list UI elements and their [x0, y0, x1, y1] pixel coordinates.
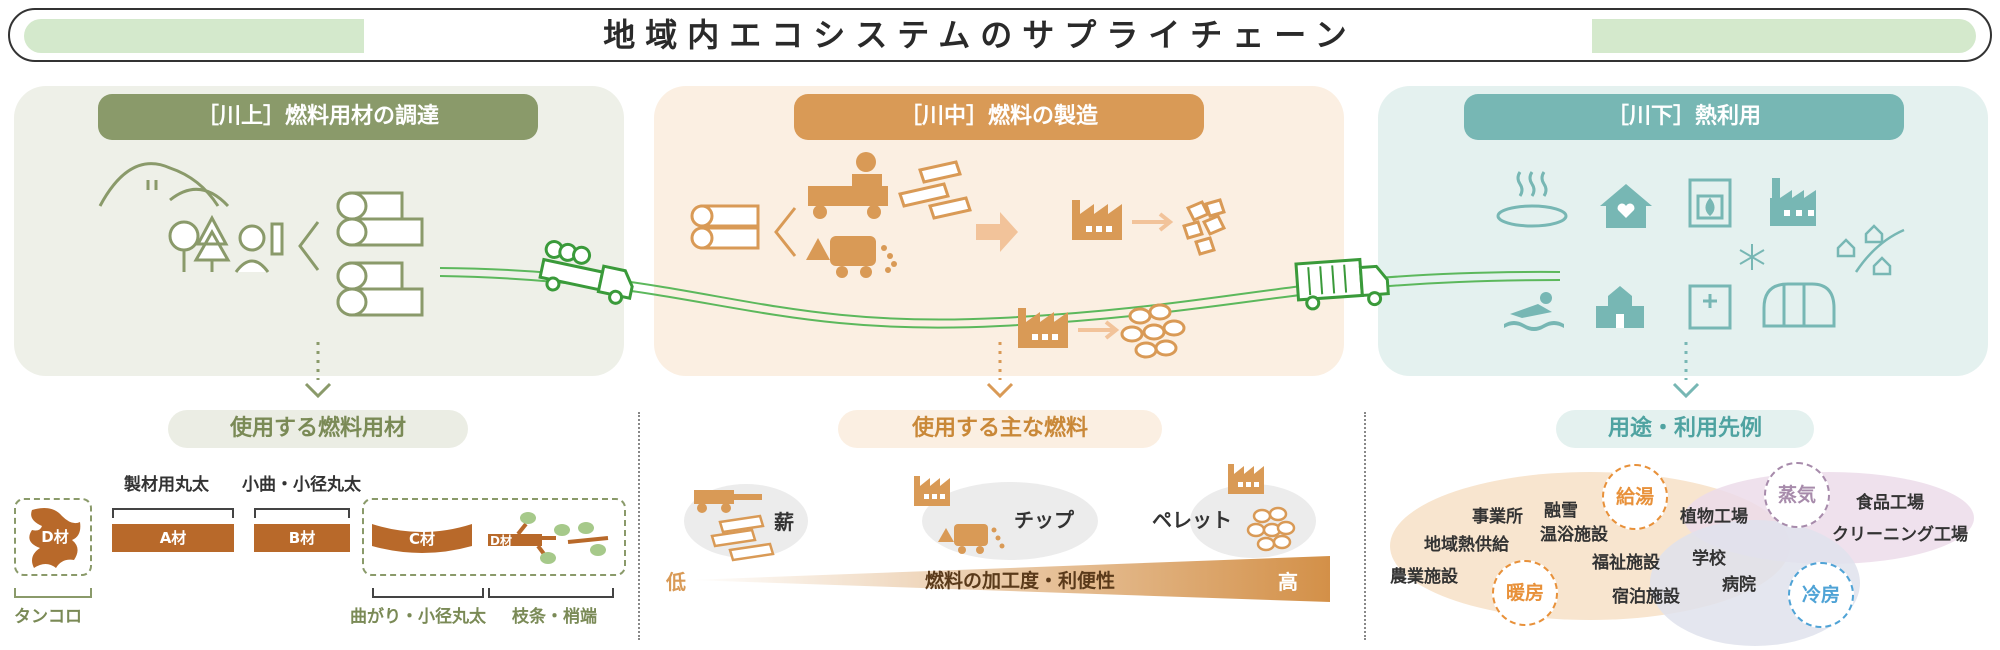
bracket [254, 508, 350, 518]
heating-badge: 暖房 [1492, 560, 1558, 626]
processing-gradient [690, 556, 1330, 602]
use-example: 福祉施設 [1592, 553, 1660, 573]
upstream-heading: ［川上］燃料用材の調達 [98, 94, 538, 140]
c-grade-label: C材 [408, 530, 435, 548]
title-band-right [1592, 19, 1976, 53]
curved-log-label: 曲がり・小径丸太 [350, 607, 486, 627]
arrow-right-icon [976, 212, 1018, 252]
chip-factory-icon [914, 476, 1005, 554]
bracket [112, 508, 234, 518]
chip-label: チップ [1014, 508, 1074, 532]
down-arrow-icon [1672, 342, 1700, 399]
pellets-icon [1120, 303, 1186, 359]
mountain-icon [98, 162, 230, 208]
tree-icon [168, 214, 231, 272]
splitter-machine-icon [808, 152, 888, 219]
use-example: 温浴施設 [1540, 525, 1608, 545]
firewood-split-icon [898, 160, 972, 220]
hot-spring-icon [1496, 171, 1568, 228]
b-grade-log: B材 [254, 524, 350, 552]
arrow-right-icon [1132, 212, 1174, 232]
chips-icon [1182, 198, 1227, 256]
hospital-icon [1688, 284, 1732, 330]
school-icon [1596, 286, 1644, 328]
snowflake-icon [1739, 244, 1765, 270]
high-label: 高 [1278, 570, 1298, 594]
use-example: 植物工場 [1680, 507, 1748, 527]
stump-box [14, 498, 92, 576]
downstream-subheading: 用途・利用先例 [1556, 410, 1814, 448]
a-grade-log: A材 [112, 524, 234, 552]
log-truck-icon [538, 239, 634, 305]
midstream-heading: ［川中］燃料の製造 [794, 94, 1204, 140]
use-example: 学校 [1692, 549, 1726, 569]
branch-icon [488, 512, 609, 564]
title-band-left [24, 19, 364, 53]
factory-icon [1770, 178, 1816, 226]
low-label: 低 [666, 570, 686, 594]
log-pile-icon [690, 204, 760, 250]
chipper-icon [806, 236, 897, 278]
pellet-label: ペレット [1152, 508, 1232, 532]
cooling-badge: 冷房 [1788, 562, 1854, 628]
use-example: 食品工場 [1856, 493, 1924, 513]
factory-icon [1018, 308, 1068, 348]
bracket [372, 588, 484, 598]
snow-houses-icon [1836, 224, 1905, 276]
divider [1364, 412, 1366, 640]
branch-label: 枝条・梢端 [512, 607, 597, 627]
arrow-right-icon [1078, 320, 1120, 340]
milled-log-label: 製材用丸太 [124, 475, 209, 495]
chevron-left-icon [298, 221, 320, 271]
gradient-label: 燃料の加工度・利便性 [924, 570, 1115, 592]
firewood-label: 薪 [774, 510, 794, 534]
use-example: 宿泊施設 [1612, 587, 1680, 607]
down-arrow-icon [986, 342, 1014, 399]
logs-icon [336, 191, 424, 317]
use-example: 融雪 [1544, 501, 1578, 521]
greenhouse-icon [1762, 282, 1836, 328]
small-log-label: 小曲・小径丸太 [242, 475, 361, 495]
use-example: 地域熱供給 [1424, 535, 1509, 555]
house-heart-icon [1600, 184, 1652, 228]
hot-water-badge: 給湯 [1602, 464, 1668, 530]
d-grade-branch-label: D材 [490, 534, 512, 548]
steam-badge: 蒸気 [1764, 462, 1830, 528]
page-title: 地域内エコシステムのサプライチェーン [603, 16, 1357, 54]
bracket [488, 588, 614, 598]
use-example: 農業施設 [1390, 567, 1458, 587]
use-example: クリーニング工場 [1832, 525, 1968, 545]
illustration-layer [98, 152, 1905, 399]
curved-log-icon [372, 524, 472, 553]
cargo-truck-icon [1294, 257, 1390, 311]
low-grade-box [362, 498, 626, 576]
pellet-bg [1190, 484, 1316, 558]
chevron-left-icon [774, 207, 797, 257]
upstream-subheading: 使用する燃料用材 [168, 410, 468, 448]
pellet-factory-icon [1228, 464, 1296, 552]
fireplace-icon [1688, 178, 1732, 228]
swimmer-icon [1504, 292, 1564, 331]
use-example: 事業所 [1472, 507, 1523, 527]
forester-icon [234, 222, 284, 273]
divider [638, 412, 640, 640]
use-example: 病院 [1722, 575, 1756, 595]
stump-icon [29, 508, 81, 568]
stump-label: タンコロ [14, 607, 82, 627]
down-arrow-icon [304, 342, 332, 399]
chip-bg [922, 482, 1098, 560]
factory-icon [1072, 200, 1122, 240]
d-grade-label: D材 [41, 528, 69, 546]
downstream-heading: ［川下］熱利用 [1464, 94, 1904, 140]
bracket [14, 588, 92, 598]
midstream-subheading: 使用する主な燃料 [838, 410, 1162, 448]
firewood-icon [694, 490, 775, 562]
